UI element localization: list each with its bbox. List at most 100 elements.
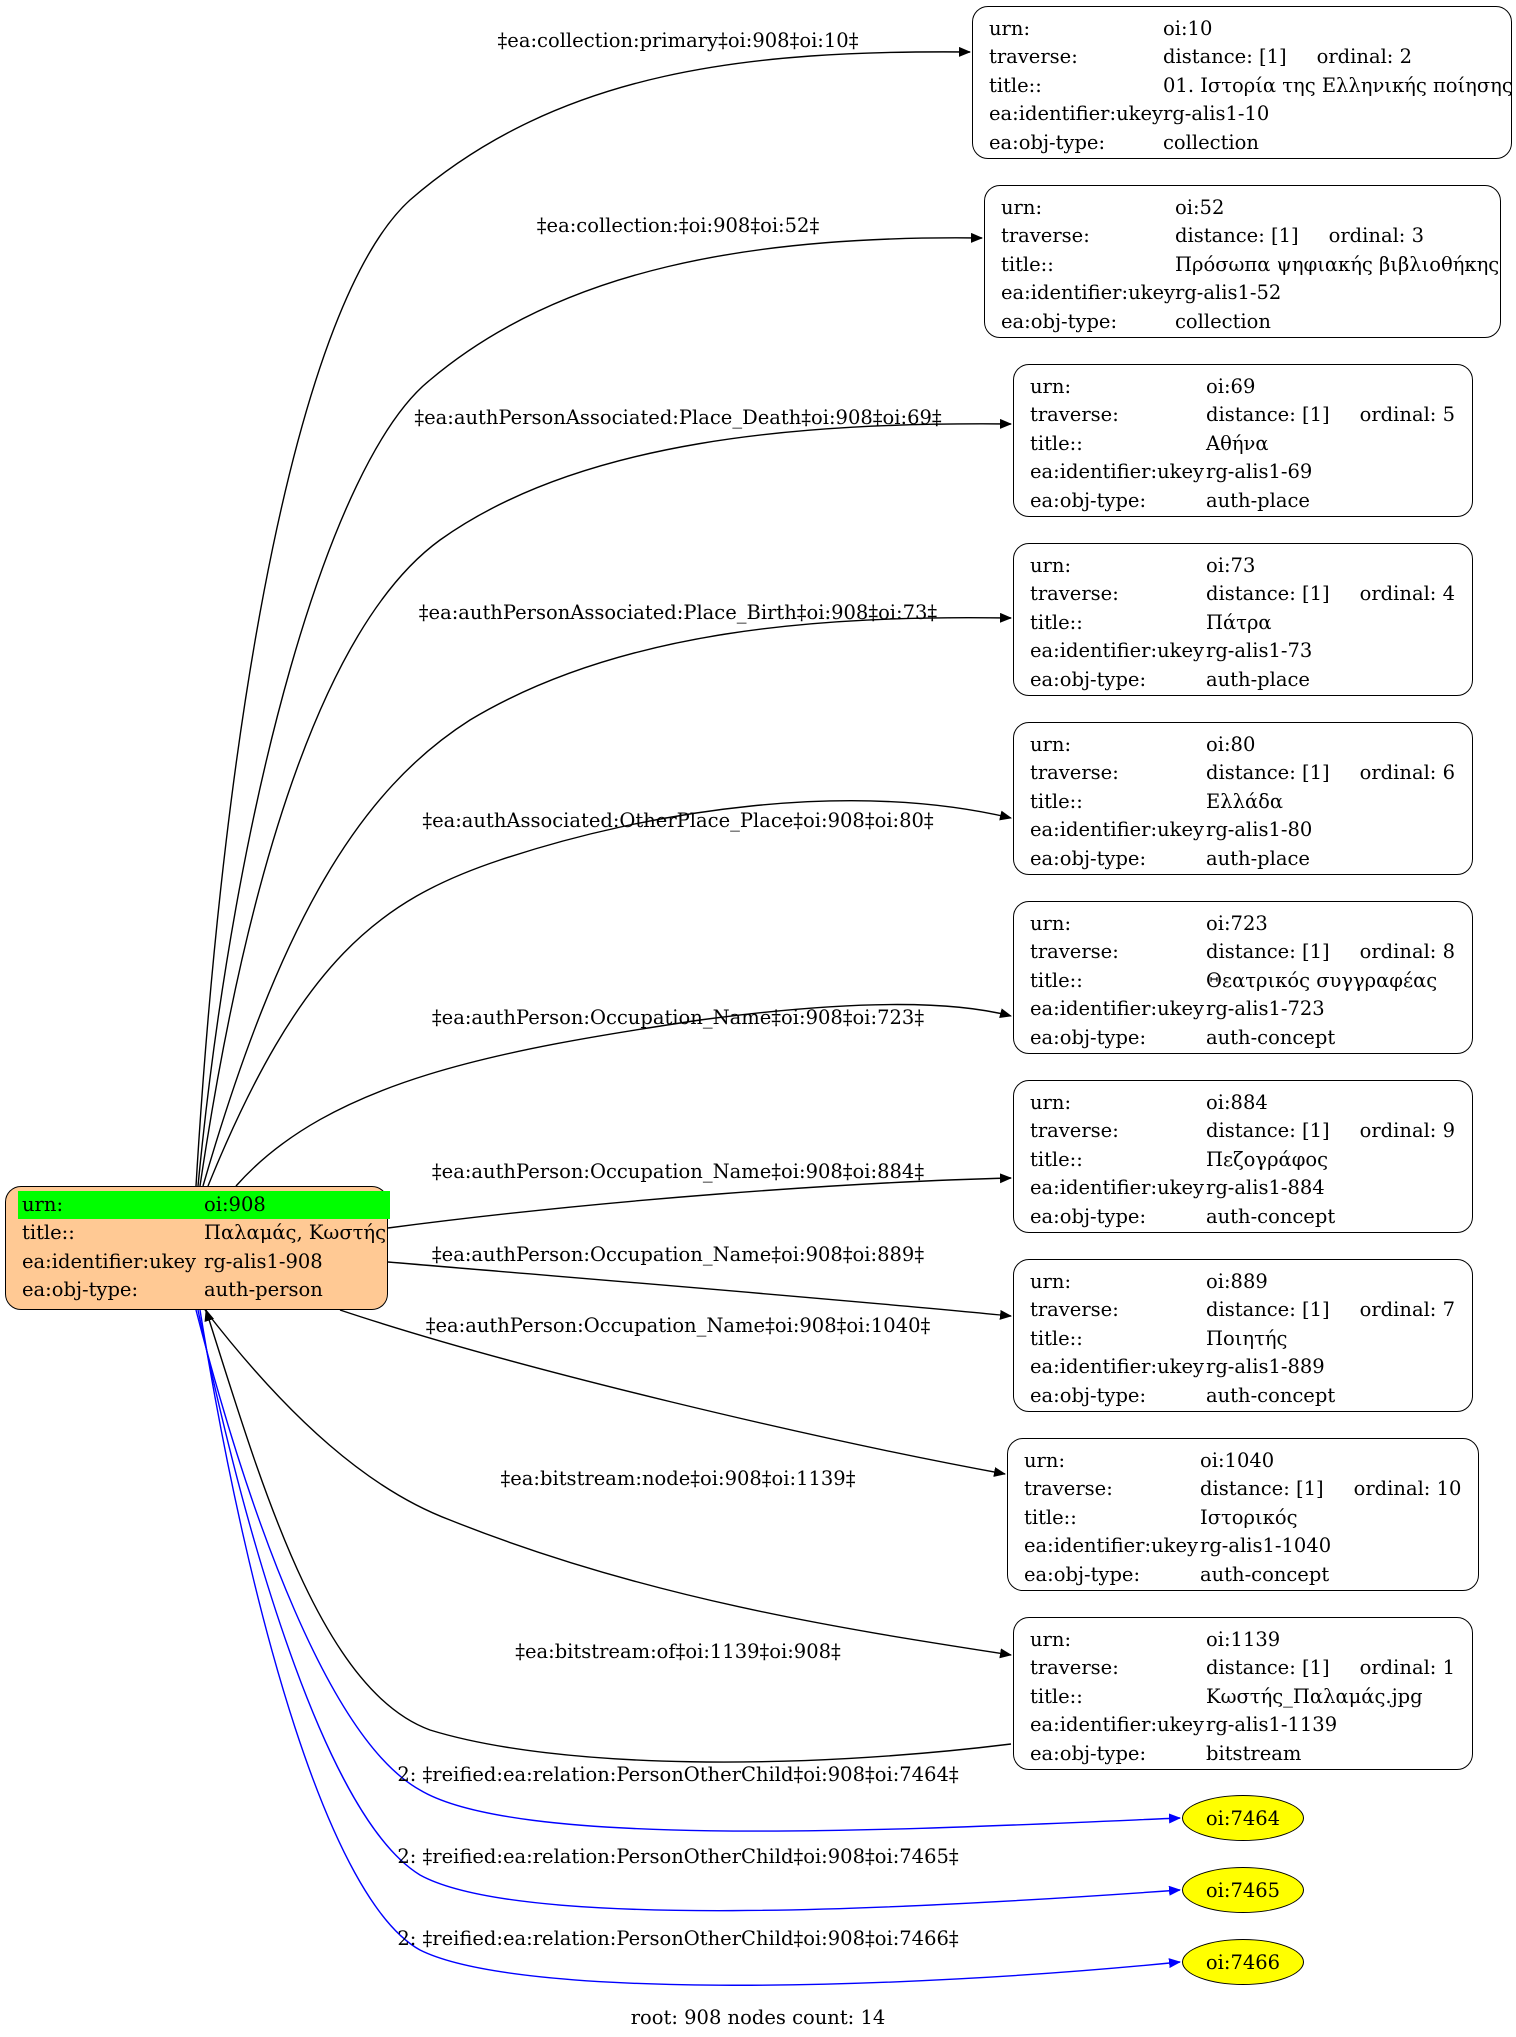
node-value: auth-place [1206,488,1310,512]
node-distance: distance: [1] [1200,1477,1324,1501]
node-value: Ποιητής [1206,1326,1288,1350]
node-row: title::Πάτρα [1030,609,1455,637]
node-key: ea:identifier:ukey [1030,1176,1204,1200]
node-key: ea:identifier:ukey [1030,1713,1204,1737]
root-row-urn: urn: oi:908 [18,1191,391,1220]
root-key: ea:obj-type: [22,1278,139,1302]
node-distance: distance: [1] [1206,1656,1330,1680]
node-value: oi:1139 [1206,1628,1281,1651]
edge-bitstream-of [204,1309,1012,1763]
node-distance: distance: [1] [1206,1119,1330,1143]
node-key: traverse: [1030,761,1119,785]
node-distance: distance: [1] [1206,582,1330,606]
node-key: traverse: [1030,403,1119,427]
node-key: ea:identifier:ukey [1030,1355,1204,1379]
edge-oi889 [387,1261,1012,1320]
node-row: ea:obj-type:auth-concept [1024,1561,1461,1589]
root-node[interactable]: urn: oi:908 title:: Παλαμάς, Κωστής ea:i… [5,1186,391,1310]
node-ordinal: ordinal: 2 [1316,45,1412,69]
node-key: ea:identifier:ukey [989,102,1163,126]
edge-oi52 [197,232,983,1187]
node-row: title::Κωστής_Παλαμάς.jpg [1030,1683,1455,1711]
node-key: urn: [1030,375,1072,398]
node-row: urn: oi:1139 [1030,1626,1455,1654]
node-value: bitstream [1206,1741,1302,1765]
node-key: title:: [1030,968,1083,992]
root-value: Παλαμάς, Κωστής [204,1221,387,1245]
node-row: traverse:distance: [1]ordinal: 5 [1030,401,1455,429]
node-row: urn:oi:1040 [1024,1447,1461,1475]
node-distance: distance: [1] [1163,45,1287,69]
root-key: ea:identifier:ukey [22,1249,196,1273]
node-key: traverse: [1030,1119,1119,1143]
edge-oi10 [195,46,971,1187]
node-row: ea:obj-type:collection [1001,308,1499,336]
edge-oi884 [387,1173,1012,1229]
node-ordinal: ordinal: 7 [1359,1298,1455,1322]
node-key: urn: [1030,554,1072,577]
node-key: urn: [1030,912,1072,935]
node-key: traverse: [1024,1477,1113,1501]
node-value: rg-alis1-80 [1206,818,1313,842]
edge-oi723 [235,1003,1012,1187]
node-key: urn: [989,17,1031,40]
node-oi7464[interactable]: oi:7464 [1182,1795,1304,1841]
edge-oi1040 [339,1309,1006,1477]
node-value: 01. Ιστορία της Ελληνικής ποίησης [1163,73,1513,97]
node-value: auth-place [1206,846,1310,870]
node-key: urn: [1024,1449,1066,1472]
node-key: ea:identifier:ukey [1024,1534,1198,1558]
node-ordinal: ordinal: 9 [1359,1119,1455,1143]
node-row: ea:obj-type:auth-concept [1030,1024,1455,1052]
node-oi7465[interactable]: oi:7465 [1182,1867,1304,1913]
node-row: title::Θεατρικός συγγραφέας [1030,967,1455,995]
node-row: title::Ποιητής [1030,1325,1455,1353]
node-value: auth-concept [1206,1383,1336,1407]
node-ordinal: ordinal: 1 [1359,1656,1455,1680]
node-row: ea:obj-type:auth-place [1030,487,1455,515]
node-row: ea:obj-type:bitstream [1030,1740,1455,1768]
node-row: urn:oi:884 [1030,1089,1455,1117]
edge-label: ‡ea:bitstream:of‡oi:1139‡oi:908‡ [515,1640,841,1663]
node-distance: distance: [1] [1206,1298,1330,1322]
ellipse-label: oi:7466 [1205,1950,1281,1974]
node-value: distance: [1] ordinal: 1 [1206,1654,1455,1682]
node-key: urn: [1030,1628,1072,1651]
node-key: ea:identifier:ukey [1030,818,1204,842]
root-value: oi:908 [200,1191,391,1220]
footer-summary: root: 908 nodes count: 14 [630,2006,886,2029]
node-value: distance: [1] ordinal: 7 [1206,1296,1455,1324]
node-key: title:: [1030,789,1083,813]
root-value: rg-alis1-908 [204,1249,323,1273]
node-value: rg-alis1-1040 [1200,1534,1332,1558]
node-key: ea:obj-type: [989,130,1106,154]
node-oi7466[interactable]: oi:7466 [1182,1939,1304,1985]
node-row: traverse:distance: [1]ordinal: 1 [1030,1654,1455,1682]
node-ordinal: ordinal: 6 [1359,761,1455,785]
edge-label: ‡ea:authPerson:Occupation_Name‡oi:908‡oi… [432,1160,924,1183]
node-value: auth-concept [1200,1562,1330,1586]
node-key: ea:identifier:ukey [1030,460,1204,484]
node-row: ea:obj-type:auth-concept [1030,1203,1455,1231]
node-value: Ιστορικός [1200,1505,1298,1529]
node-value: oi:80 [1206,733,1256,756]
node-row: urn:oi:723 [1030,910,1455,938]
node-key: title:: [989,73,1042,97]
edge-label: ‡ea:collection:primary‡oi:908‡oi:10‡ [498,29,859,52]
edge-label: ‡ea:bitstream:node‡oi:908‡oi:1139‡ [501,1467,856,1490]
